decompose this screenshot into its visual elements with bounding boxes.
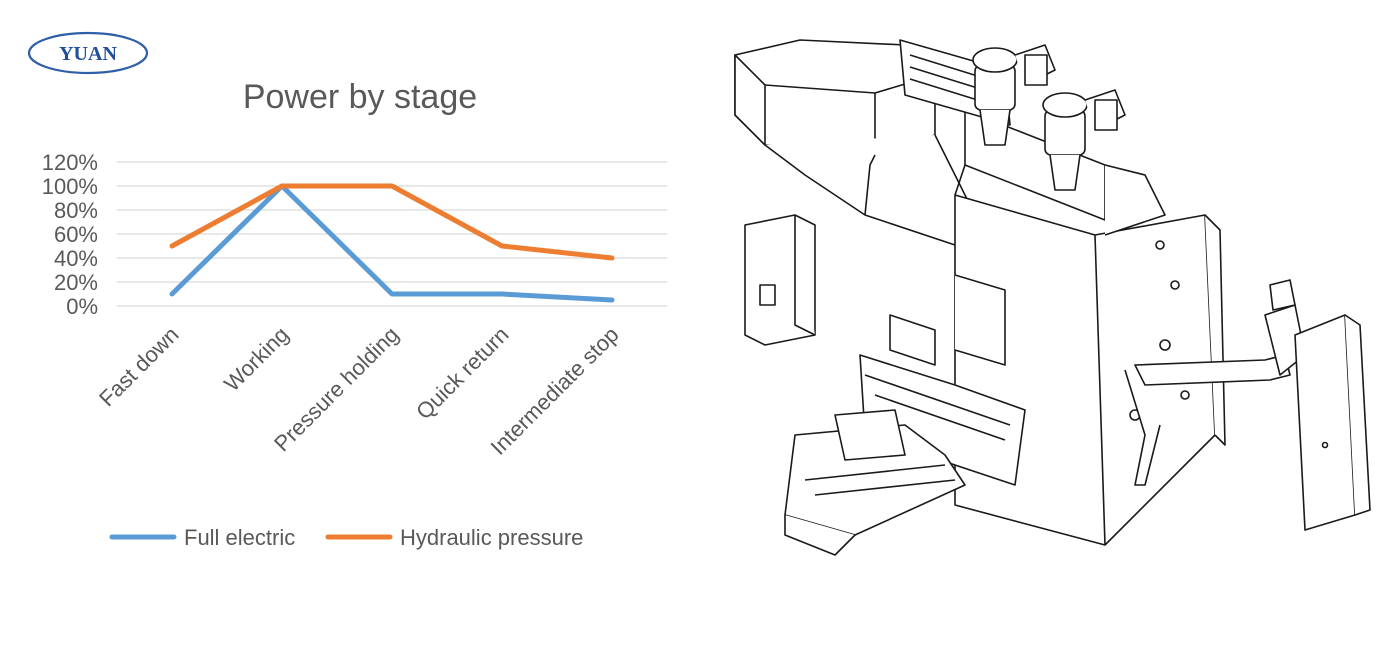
power-chart: Power by stage 0%20%40%60%80%100%120% Fa… xyxy=(42,78,667,550)
y-tick-label: 100% xyxy=(42,174,98,199)
y-tick-label: 80% xyxy=(54,198,98,223)
x-tick-label: Quick return xyxy=(411,322,513,424)
y-tick-label: 0% xyxy=(66,294,98,319)
series-lines xyxy=(169,183,615,303)
y-tick-labels: 0%20%40%60%80%100%120% xyxy=(42,150,98,319)
yuan-logo: YUAN xyxy=(27,31,149,75)
press-brake-machine-illustration xyxy=(734,39,1371,556)
legend-label: Hydraulic pressure xyxy=(400,525,583,550)
y-tick-label: 120% xyxy=(42,150,98,175)
legend: Full electric Hydraulic pressure xyxy=(109,525,583,550)
x-tick-label: Fast down xyxy=(94,322,183,411)
logo-text: YUAN xyxy=(59,43,117,65)
y-tick-label: 20% xyxy=(54,270,98,295)
series-line xyxy=(169,183,615,261)
legend-label: Full electric xyxy=(184,525,295,550)
chart-title: Power by stage xyxy=(243,78,477,116)
y-tick-label: 60% xyxy=(54,222,98,247)
series-line xyxy=(169,183,615,303)
y-tick-label: 40% xyxy=(54,246,98,271)
x-tick-label: Working xyxy=(219,322,293,396)
